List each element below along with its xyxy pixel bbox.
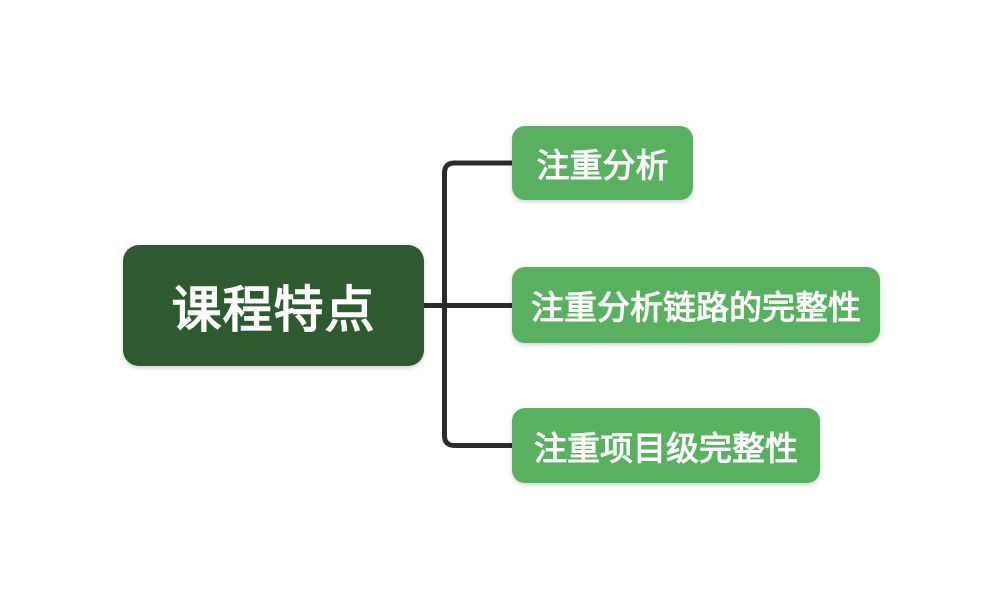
root-node-label: 课程特点 [171, 281, 376, 338]
root-node-course-features[interactable]: 课程特点 [123, 245, 424, 366]
child-node-label: 注重分析 [536, 147, 669, 184]
child-node-project-level-completeness[interactable]: 注重项目级完整性 [512, 408, 820, 483]
child-node-label: 注重项目级完整性 [534, 429, 798, 467]
child-node-analysis-chain-completeness[interactable]: 注重分析链路的完整性 [512, 267, 880, 343]
connector-spine-top-bottom [442, 160, 512, 448]
child-node-focus-analysis[interactable]: 注重分析 [512, 126, 693, 200]
child-node-label: 注重分析链路的完整性 [531, 289, 861, 326]
